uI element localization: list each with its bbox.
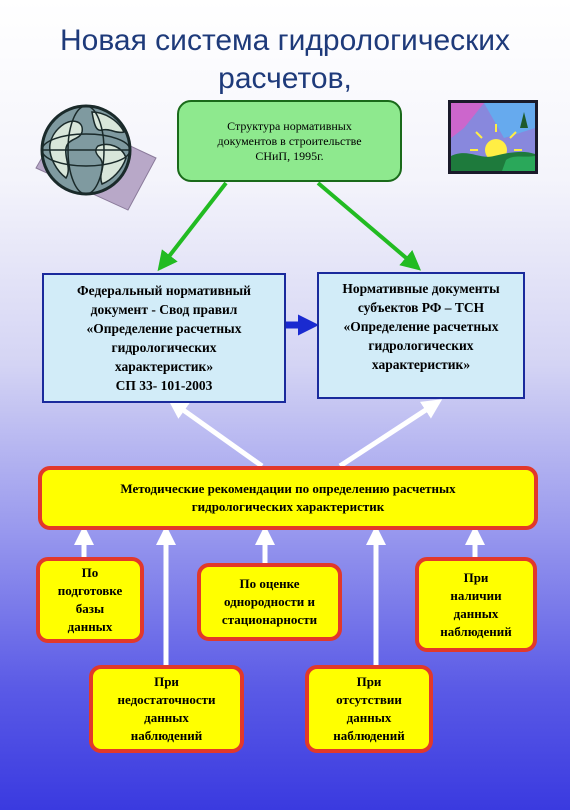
- regional-line-2: субъектов РФ – ТСН: [357, 300, 485, 315]
- base-line-2: подготовке: [57, 583, 123, 598]
- federal-line-3: «Определение расчетных: [86, 321, 242, 336]
- data-available-box: При наличии данных наблюдений: [415, 557, 537, 652]
- insufficient-line-2: недостаточности: [117, 692, 216, 707]
- absent-line-1: При: [356, 674, 382, 689]
- federal-line-4: гидрологических: [111, 340, 217, 355]
- arrow-methods-to-regional: [338, 399, 443, 469]
- available-line-3: данных: [453, 605, 499, 621]
- page-title: Новая система гидрологических расчетов,: [0, 22, 570, 98]
- arrow-methods-to-federal: [167, 399, 264, 469]
- snip-structure-line-3: СНиП, 1995г.: [255, 148, 324, 163]
- regional-line-1: Нормативные документы: [342, 281, 500, 296]
- landscape-picture-icon: [448, 100, 538, 174]
- data-base-preparation-box: По подготовке базы данных: [36, 557, 144, 643]
- available-line-1: При: [463, 569, 489, 585]
- homogeneity-line-2: однородности и: [224, 594, 315, 609]
- absent-line-4: наблюдений: [333, 728, 405, 743]
- available-line-4: наблюдений: [440, 623, 512, 639]
- snip-structure-line-2: документов в строительстве: [217, 133, 362, 148]
- methodical-recommendations-box: Методические рекомендации по определению…: [38, 466, 538, 530]
- insufficient-line-3: данных: [144, 710, 189, 725]
- homogeneity-line-3: стационарности: [221, 612, 318, 627]
- regional-line-3: «Определение расчетных: [343, 319, 499, 334]
- title-line-1: Новая система гидрологических: [59, 24, 511, 57]
- absent-line-3: данных: [346, 710, 392, 725]
- data-absent-box: При отсутствии данных наблюдений: [305, 665, 433, 753]
- snip-structure-box: Структура нормативных документов в строи…: [177, 100, 402, 182]
- arrow-top-to-federal: [157, 181, 228, 272]
- homogeneity-assessment-box: По оценке однородности и стационарности: [197, 563, 342, 641]
- data-insufficient-box: При недостаточности данных наблюдений: [89, 665, 244, 753]
- methods-line-1: Методические рекомендации по определению…: [120, 481, 456, 496]
- federal-line-6: СП 33- 101-2003: [115, 378, 213, 393]
- base-line-3: базы: [75, 601, 105, 616]
- globe-icon: [35, 104, 157, 211]
- title-line-2: расчетов,: [218, 62, 352, 95]
- available-line-2: наличии: [450, 587, 502, 603]
- insufficient-line-4: наблюдений: [130, 728, 203, 743]
- absent-line-2: отсутствии: [336, 692, 402, 707]
- snip-structure-line-1: Структура нормативных: [227, 118, 352, 133]
- methods-line-2: гидрологических характеристик: [191, 499, 385, 514]
- base-line-4: данных: [67, 619, 113, 634]
- federal-line-1: Федеральный нормативный: [77, 283, 251, 298]
- insufficient-line-1: При: [154, 674, 179, 689]
- base-line-1: По: [81, 565, 99, 580]
- federal-line-5: характеристик»: [114, 359, 214, 374]
- federal-document-box: Федеральный нормативный документ - Свод …: [42, 273, 286, 403]
- regional-line-4: гидрологических: [368, 338, 474, 353]
- federal-line-2: документ - Свод правил: [90, 302, 238, 317]
- homogeneity-line-1: По оценке: [239, 576, 300, 591]
- arrow-top-to-regional: [316, 181, 422, 271]
- regional-line-5: характеристик»: [371, 357, 471, 372]
- regional-documents-box: Нормативные документы субъектов РФ – ТСН…: [317, 272, 525, 399]
